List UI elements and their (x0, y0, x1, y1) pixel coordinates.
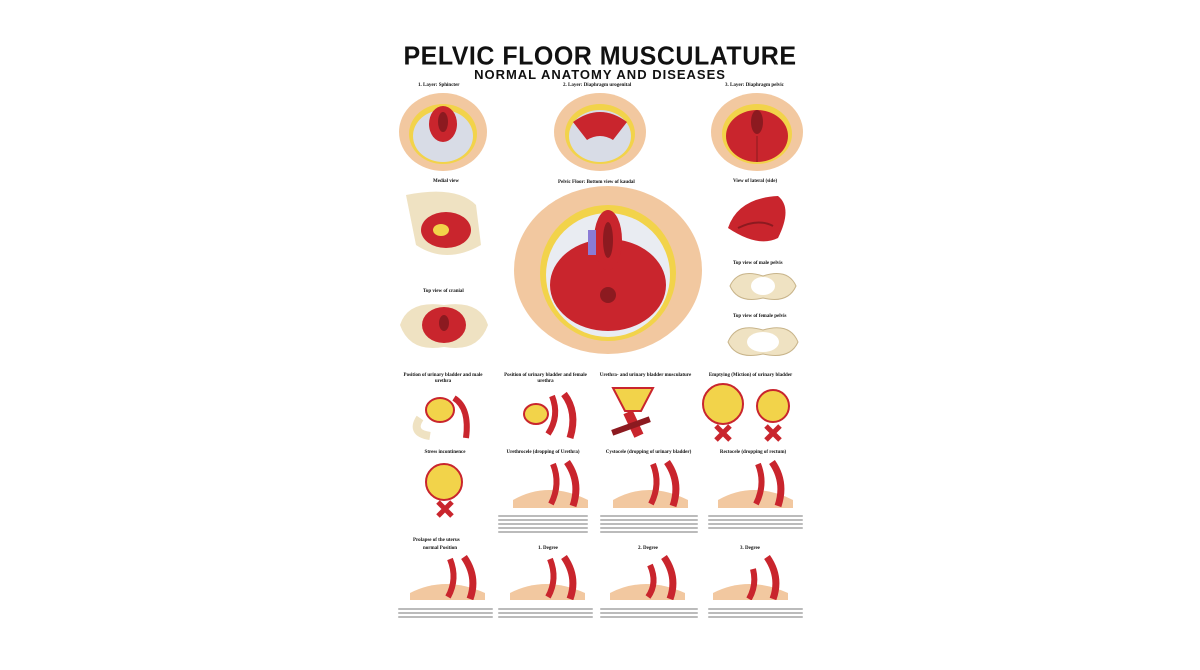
bladder-musculature-illustration (603, 383, 663, 443)
male-pelvis-illustration (728, 268, 798, 306)
bladder-musculature-label: Urethra- and urinary bladder musculature (599, 373, 692, 378)
emptying-label: Emptying (Miction) of urinary bladder (708, 373, 793, 378)
anatomy-poster: PELVIC FLOOR MUSCULATURE NORMAL ANATOMY … (388, 30, 812, 655)
female-urethra-label: Position of urinary bladder and female u… (504, 373, 587, 384)
rectocele-label: Rectocele (dropping of rectum) (719, 450, 787, 455)
rectocele-text (708, 515, 803, 531)
degree2-text (600, 608, 698, 620)
female-pelvis-illustration (726, 322, 800, 362)
cranial-label: Top view of cranial (423, 289, 464, 294)
degree1-label: 1. Degree (538, 546, 558, 551)
layer2-label: 2. Layer: Diaphragm urogenital (563, 83, 632, 88)
degree3-illustration (713, 555, 788, 600)
degree1-text (498, 608, 593, 620)
degree3-text (708, 608, 803, 620)
stress-illustration (416, 462, 476, 520)
female-urethra-illustration (508, 388, 583, 440)
medial-illustration (396, 185, 486, 265)
layer1-label: 1. Layer: Sphincter (418, 83, 460, 88)
degree3-label: 3. Degree (740, 546, 760, 551)
female-pelvis-label: Top view of female pelvis (733, 314, 787, 319)
male-pelvis-label: Top view of male pelvis (733, 261, 783, 266)
cranial-illustration (398, 295, 490, 355)
cystocele-text (600, 515, 698, 535)
rectocele-illustration (718, 460, 793, 508)
urethrocele-label: Urethrocele (dropping of Urethra) (506, 450, 580, 455)
pelvic-floor-illustration (513, 185, 703, 355)
layer1-illustration (398, 92, 488, 172)
emptying-illustration (698, 382, 803, 444)
poster-title: PELVIC FLOOR MUSCULATURE (403, 41, 797, 71)
degree2-illustration (610, 555, 685, 600)
pelvic-floor-label: Pelvic Floor: Bottom view of kaudal (558, 180, 635, 185)
layer3-illustration (710, 92, 805, 172)
normal-position-illustration (410, 555, 485, 600)
normal-position-label: normal Position (423, 546, 458, 551)
lateral-illustration (718, 188, 798, 250)
cystocele-illustration (613, 460, 688, 508)
prolapse-title: Prolapse of the uterus (413, 538, 460, 543)
normal-text (398, 608, 493, 620)
male-urethra-label: Position of urinary bladder and male ure… (403, 373, 483, 384)
layer3-label: 3. Layer: Diaphragm pelvic (725, 83, 784, 88)
degree1-illustration (510, 555, 585, 600)
poster-subtitle: NORMAL ANATOMY AND DISEASES (474, 67, 726, 82)
male-urethra-illustration (410, 388, 482, 440)
medial-label: Medial view (433, 179, 459, 184)
degree2-label: 2. Degree (638, 546, 658, 551)
cystocele-label: Cystocele (dropping of urinary bladder) (605, 450, 692, 455)
lateral-label: View of lateral (side) (733, 179, 778, 184)
urethrocele-text (498, 515, 588, 535)
urethrocele-illustration (513, 460, 588, 508)
layer2-illustration (553, 92, 648, 172)
stress-label: Stress incontinence (424, 450, 466, 455)
